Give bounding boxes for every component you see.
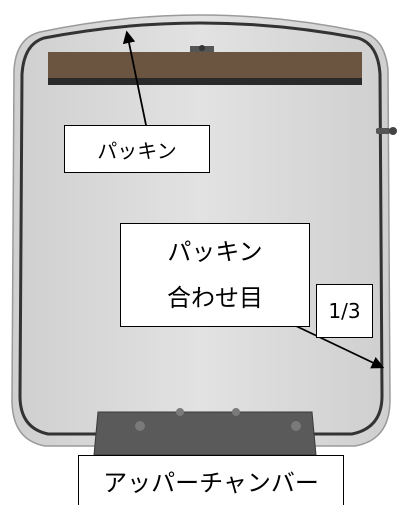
base-bolt	[135, 421, 145, 431]
joint-arrow	[295, 325, 385, 369]
base-bolt	[232, 408, 240, 416]
gasket-joint-label: パッキン 合わせ目	[120, 223, 310, 327]
gasket-joint-label-line1: パッキン	[167, 238, 263, 266]
base-block	[93, 411, 317, 456]
fraction-label: 1/3	[316, 284, 373, 338]
fraction-label-text: 1/3	[328, 299, 361, 323]
top-plate-bolt	[199, 45, 205, 51]
gasket-joint-label-line2: 合わせ目	[167, 284, 263, 312]
gasket-outline	[18, 21, 384, 436]
base-bolt	[176, 408, 184, 416]
side-fitting	[376, 128, 390, 134]
top-plate	[48, 52, 362, 78]
upper-chamber-label-text: アッパーチャンバー	[103, 469, 319, 497]
top-plate-strip	[48, 78, 362, 85]
upper-chamber-label: アッパーチャンバー	[78, 455, 344, 505]
base-bolt	[291, 421, 301, 431]
side-fitting-knob	[389, 127, 397, 135]
gasket-label: パッキン	[64, 125, 210, 173]
gasket-label-text: パッキン	[97, 138, 177, 163]
gasket-arrow	[122, 30, 147, 126]
